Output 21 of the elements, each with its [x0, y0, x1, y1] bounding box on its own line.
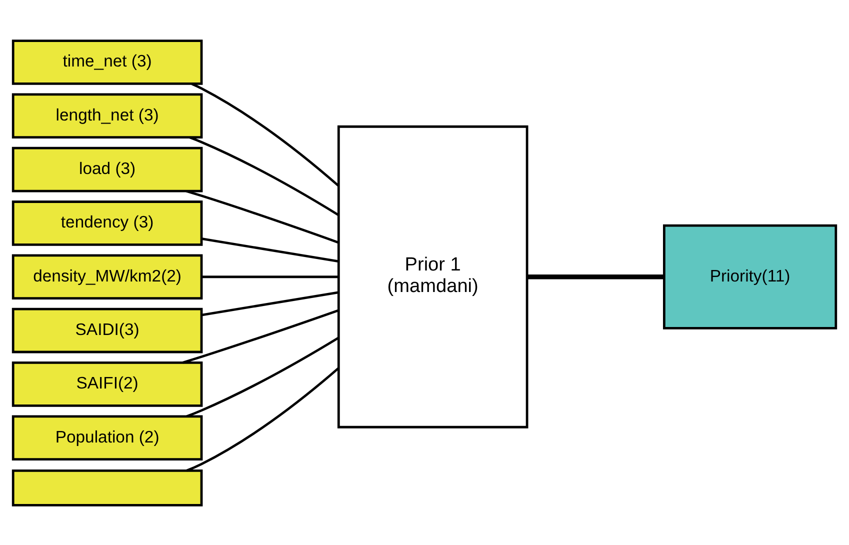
node-box: SAIDI(3) [12, 307, 203, 353]
connector [191, 82, 340, 186]
node-box: time_net (3) [12, 39, 203, 84]
node-box: load (3) [12, 146, 203, 192]
connector [201, 290, 338, 316]
node-box: Prior 1 (mamdani) [337, 124, 528, 428]
connector [527, 274, 664, 279]
connector [202, 275, 338, 278]
connector [201, 237, 338, 262]
connector [186, 366, 340, 472]
connector [189, 136, 339, 216]
node-box: tendency (3) [12, 200, 203, 246]
node-box: Priority(11) [663, 224, 838, 329]
node-box [12, 468, 203, 506]
node-box: Population (2) [12, 414, 203, 460]
connector [186, 189, 340, 244]
connector [182, 308, 339, 364]
node-box: density_MW/km2(2) [12, 254, 203, 300]
connector [186, 336, 340, 417]
node-box: length_net (3) [12, 92, 203, 138]
node-box: SAIFI(2) [12, 361, 203, 406]
